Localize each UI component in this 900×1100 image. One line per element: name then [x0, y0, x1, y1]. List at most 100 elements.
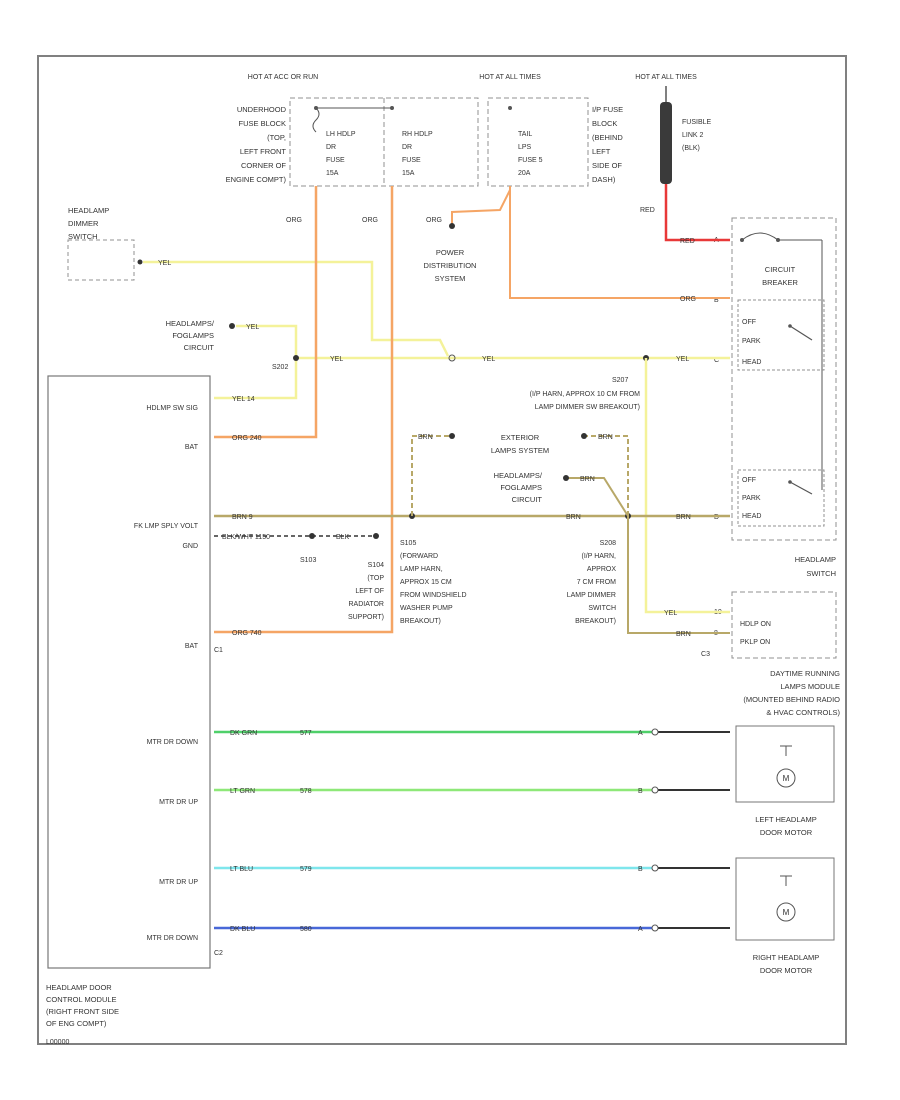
svg-text:POWER: POWER	[436, 248, 465, 257]
svg-text:DOOR MOTOR: DOOR MOTOR	[760, 828, 813, 837]
svg-text:DISTRIBUTION: DISTRIBUTION	[424, 261, 477, 270]
s202-label: S202	[272, 364, 288, 371]
svg-text:FUSE: FUSE	[326, 157, 345, 164]
wire-yel-s207: YEL S207 (I/P HARN, APPROX 10 CM FROM LA…	[530, 358, 730, 617]
svg-text:CIRCUIT: CIRCUIT	[184, 343, 215, 352]
sw1-park: PARK	[742, 338, 761, 345]
wire-dk-blu: DK BLU 580 A	[214, 924, 730, 933]
svg-text:B: B	[638, 866, 643, 873]
svg-text:EXTERIOR: EXTERIOR	[501, 433, 540, 442]
splice-s104-label: S104 (TOP LEFT OF RADIATOR SUPPORT)	[348, 562, 384, 621]
wire-yel-dimmer: YEL	[143, 260, 450, 357]
svg-text:SWITCH: SWITCH	[68, 232, 98, 241]
svg-text:FROM WINDSHIELD: FROM WINDSHIELD	[400, 592, 467, 599]
sw2-park: PARK	[742, 495, 761, 502]
underhood-label-6: ENGINE COMPT)	[226, 175, 287, 184]
svg-text:BREAKOUT): BREAKOUT)	[575, 618, 616, 625]
wire-brn-drl: BRN	[627, 516, 730, 638]
splice-s208-label: S208 (I/P HARN, APPROX 7 CM FROM LAMP DI…	[567, 540, 617, 625]
svg-text:APPROX: APPROX	[587, 566, 617, 573]
left-motor-symbol: M	[783, 774, 790, 783]
svg-text:(TOP: (TOP	[367, 575, 384, 582]
fuse-tail-label: TAIL	[518, 131, 532, 138]
svg-text:LT BLU: LT BLU	[230, 866, 253, 873]
svg-text:ORG 240: ORG 240	[232, 435, 262, 442]
wire-org-lh-fuse: ORG ORG 240	[214, 186, 318, 442]
pin-mtr-dr-up-1: MTR DR UP	[159, 799, 198, 806]
circuit-breaker-label: CIRCUIT	[765, 265, 796, 274]
left-headlamp-door-motor: M LEFT HEADLAMP DOOR MOTOR	[735, 725, 835, 837]
wire-brn-main: BRN 9 BRN BRN	[214, 513, 730, 521]
svg-text:LAMP DIMMER SW BREAKOUT): LAMP DIMMER SW BREAKOUT)	[535, 404, 640, 411]
svg-text:7 CM FROM: 7 CM FROM	[577, 579, 616, 586]
connector-c1-label: C1	[214, 647, 223, 654]
svg-text:SYSTEM: SYSTEM	[435, 274, 466, 283]
s207-label: S207	[612, 377, 628, 384]
svg-text:RED: RED	[640, 207, 655, 214]
wire-lt-grn: LT GRN 578 B	[214, 786, 730, 795]
svg-text:BLOCK: BLOCK	[592, 119, 617, 128]
svg-text:FOGLAMPS: FOGLAMPS	[172, 331, 214, 340]
svg-text:RH HDLP: RH HDLP	[402, 131, 433, 138]
svg-text:BRN: BRN	[676, 514, 691, 521]
svg-text:LINK 2: LINK 2	[682, 132, 704, 139]
pin-hdlamp-sw-sig: HDLMP SW SIG	[146, 405, 198, 412]
fuse-rh-hdlp: RH HDLP DR FUSE 15A	[390, 106, 433, 177]
svg-text:BRN: BRN	[598, 434, 613, 441]
svg-text:YEL: YEL	[482, 356, 495, 363]
svg-text:ORG: ORG	[286, 217, 302, 224]
svg-text:& HVAC CONTROLS): & HVAC CONTROLS)	[766, 708, 840, 717]
s103-label: S103	[300, 557, 316, 564]
wire-yel-main: YEL YEL YEL	[296, 354, 730, 363]
svg-text:SUPPORT): SUPPORT)	[348, 614, 384, 621]
footer-code: L00000	[46, 1039, 69, 1046]
svg-text:C: C	[714, 357, 719, 364]
pin-bat-2: BAT	[185, 643, 199, 650]
svg-text:DOOR MOTOR: DOOR MOTOR	[760, 966, 813, 975]
svg-text:DR: DR	[326, 144, 336, 151]
svg-text:BRN: BRN	[418, 434, 433, 441]
svg-text:LEFT: LEFT	[592, 147, 611, 156]
svg-text:579: 579	[300, 866, 312, 873]
svg-text:RED: RED	[680, 238, 695, 245]
svg-text:CIRCUIT: CIRCUIT	[512, 495, 543, 504]
svg-text:LEFT HEADLAMP: LEFT HEADLAMP	[755, 815, 817, 824]
wire-org-tail-fuse: ORG ORG	[426, 186, 730, 303]
svg-text:RIGHT HEADLAMP: RIGHT HEADLAMP	[753, 953, 820, 962]
wire-lt-blu: LT BLU 579 B	[214, 864, 730, 873]
svg-text:DAYTIME RUNNING: DAYTIME RUNNING	[770, 669, 840, 678]
headlamp-door-control-module: HDLMP SW SIG BAT FK LMP SPLY VOLT GND BA…	[46, 375, 223, 1046]
svg-text:(I/P HARN, APPROX 10 CM FROM: (I/P HARN, APPROX 10 CM FROM	[530, 391, 641, 398]
svg-text:APPROX 15 CM: APPROX 15 CM	[400, 579, 452, 586]
svg-text:YEL: YEL	[158, 260, 171, 267]
headlamp-dimmer-switch: HEADLAMP DIMMER SWITCH	[67, 206, 143, 281]
svg-text:15A: 15A	[326, 170, 339, 177]
svg-text:(MOUNTED BEHIND RADIO: (MOUNTED BEHIND RADIO	[743, 695, 840, 704]
svg-text:DASH): DASH)	[592, 175, 616, 184]
svg-text:FUSE: FUSE	[402, 157, 421, 164]
svg-text:15A: 15A	[402, 170, 415, 177]
svg-text:SWITCH: SWITCH	[588, 605, 616, 612]
svg-text:578: 578	[300, 788, 312, 795]
svg-text:B: B	[638, 788, 643, 795]
svg-text:YEL: YEL	[246, 324, 259, 331]
svg-text:LAMPS SYSTEM: LAMPS SYSTEM	[491, 446, 549, 455]
svg-text:LPS: LPS	[518, 144, 532, 151]
svg-text:(BLK): (BLK)	[682, 145, 700, 152]
svg-text:A: A	[638, 926, 643, 933]
wire-org-rh-fuse: ORG ORG 740	[214, 186, 394, 637]
svg-text:HEADLAMP DOOR: HEADLAMP DOOR	[46, 983, 112, 992]
svg-text:BRN 9: BRN 9	[232, 514, 253, 521]
svg-text:LT GRN: LT GRN	[230, 788, 255, 795]
sw1-head: HEAD	[742, 359, 761, 366]
headlamp-switch-label-2: SWITCH	[806, 569, 836, 578]
svg-text:WASHER PUMP: WASHER PUMP	[400, 605, 453, 612]
pin-mtr-dr-up-2: MTR DR UP	[159, 879, 198, 886]
wire-brn-exterior: BRN BRN EXTERIOR LAMPS SYSTEM	[411, 433, 629, 516]
svg-text:D: D	[714, 514, 719, 521]
sw2-head: HEAD	[742, 513, 761, 520]
headlamp-switch: CIRCUIT BREAKER OFF PARK HEAD OFF PARK H…	[714, 217, 837, 578]
svg-text:HEADLAMP: HEADLAMP	[68, 206, 109, 215]
svg-text:BLK: BLK	[336, 534, 350, 541]
